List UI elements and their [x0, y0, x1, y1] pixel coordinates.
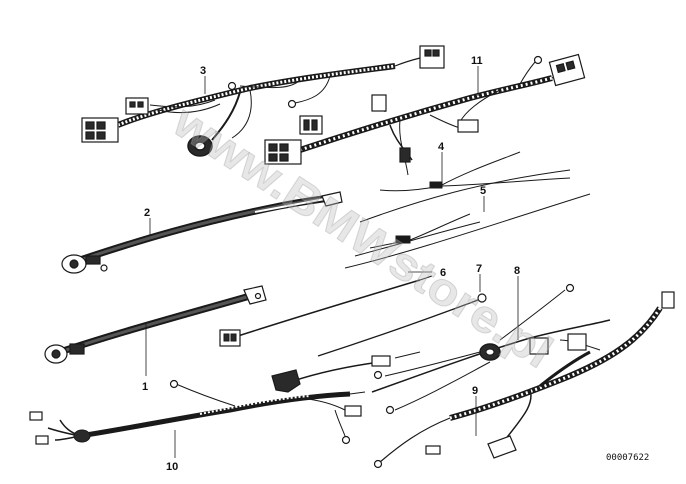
- wire-7: [317, 293, 487, 357]
- connector-3a: [81, 117, 119, 143]
- connector-11b: [299, 115, 323, 135]
- callout-1: 1: [142, 381, 148, 393]
- wire-5: [344, 193, 591, 269]
- wire-6: [219, 275, 433, 347]
- callout-9: 9: [472, 385, 478, 397]
- callout-7: 7: [476, 263, 482, 275]
- connector-3c: [419, 45, 445, 69]
- connector-11a: [264, 139, 302, 165]
- wire-4: [359, 151, 571, 223]
- harness-10: [29, 379, 366, 445]
- connector-11d: [548, 53, 586, 87]
- callout-10: 10: [166, 461, 178, 473]
- leader-lines: [145, 66, 519, 458]
- cable-1: [44, 285, 267, 364]
- connector-11e: [399, 119, 479, 163]
- callout-8: 8: [514, 265, 520, 277]
- callout-2: 2: [144, 207, 150, 219]
- grommet-3: [187, 135, 213, 157]
- ring-terminal-11: [533, 55, 543, 65]
- connector-11c: [371, 94, 387, 112]
- cable-2: [61, 191, 343, 274]
- harness-9: [373, 291, 675, 469]
- harness-8: [371, 283, 611, 415]
- connector-3b: [125, 97, 149, 115]
- part-number: 00007622: [606, 453, 649, 463]
- callout-4: 4: [438, 141, 445, 153]
- callout-3: 3: [200, 65, 206, 77]
- ring-terminals-3: [227, 81, 297, 109]
- callout-11: 11: [471, 55, 483, 67]
- callouts: 3 11 4 5 2 6 7 8 1 9 10: [142, 55, 520, 473]
- callout-6: 6: [440, 267, 446, 279]
- wire-angled-connector: [271, 351, 421, 393]
- harness-11: [299, 61, 566, 176]
- callout-5: 5: [480, 185, 486, 197]
- harness-3: [116, 57, 421, 141]
